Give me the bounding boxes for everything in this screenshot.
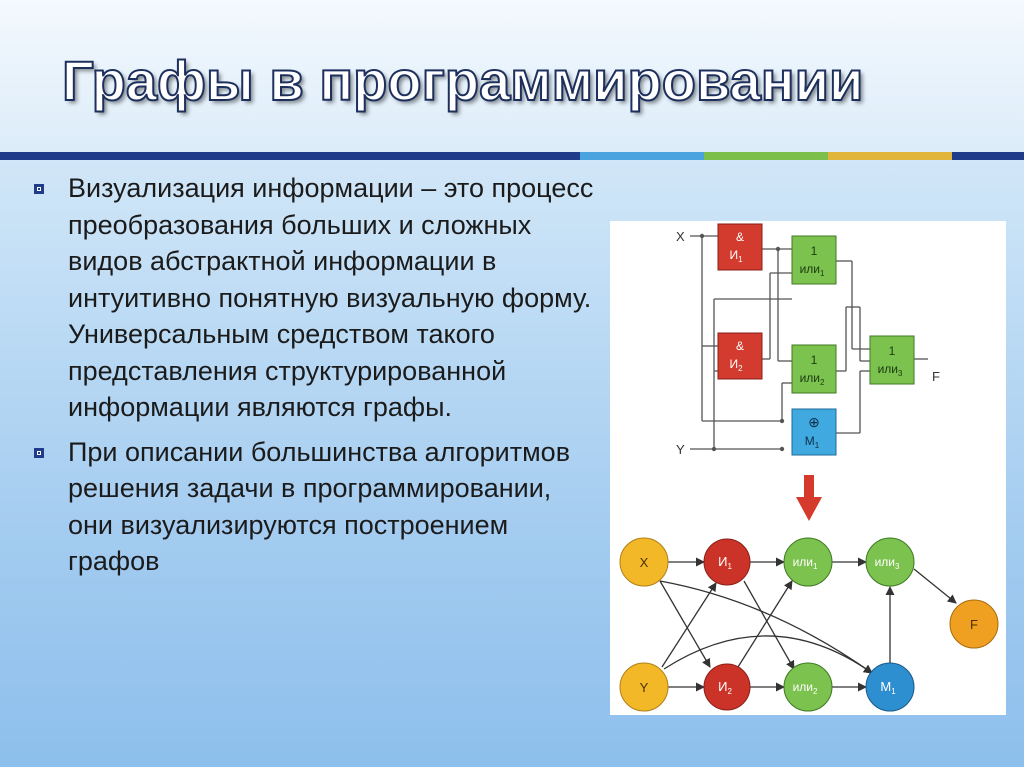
gate-symbol: 1 [811,244,818,258]
svg-text:И2: И2 [718,679,732,696]
gate-xor-1: ⊕ M1 [791,408,837,456]
gate-symbol: & [736,339,744,353]
graph-node-y: Y [619,662,669,712]
figure-panel: X Y F & И1 & И2 1 или1 1 или2 ⊕ [610,221,1006,715]
bullet-text: Визуализация информации – это процесс пр… [68,173,594,422]
graph-node-or-3: или3 [865,537,915,587]
hollow-square-icon [34,184,44,194]
node-sub: 1 [727,562,732,571]
node-name: И [718,679,727,694]
gate-name: И [729,357,738,371]
svg-text:или2: или2 [793,680,818,696]
gate-symbol: 1 [811,353,818,367]
graph-node-and-1: И1 [703,538,751,586]
hollow-square-icon [34,447,44,458]
graph-node-m-1: M1 [865,662,915,712]
graph-node-x: X [619,537,669,587]
circuit-junctions [699,233,785,452]
gate-sub: 1 [820,269,825,278]
node-sub: 1 [891,687,896,696]
gate-name: или [878,362,898,376]
circuit-and-graph-figure: X Y F & И1 & И2 1 или1 1 или2 ⊕ [619,223,999,712]
bullet-item: При описании большинства алгоритмов реше… [30,434,600,580]
node-name: или [793,555,813,569]
circuit-input-y: Y [676,442,685,457]
gate-symbol: 1 [889,344,896,358]
gate-name: M [805,434,815,448]
svg-text:M1: M1 [805,434,820,450]
title-area [0,0,1024,152]
gate-symbol: & [736,230,744,244]
gate-sub: 1 [815,441,820,450]
bar-segment-blue [580,152,704,160]
svg-text:И1: И1 [718,554,732,571]
arrow-down-icon [796,475,822,521]
circuit-input-x: X [676,229,685,244]
gate-sub: 2 [738,364,743,373]
gate-and-2: & И2 [717,332,763,380]
node-name: И [718,554,727,569]
slide-title: Графы в программировании [61,48,864,113]
svg-text:или1: или1 [793,555,818,571]
svg-text:И2: И2 [729,357,743,373]
graph-node-and-2: И2 [703,663,751,711]
gate-sub: 2 [820,378,825,387]
graph-node-or-2: или2 [783,662,833,712]
graph-node-f: F [949,599,999,649]
node-sub: 2 [813,687,818,696]
bar-segment-green [704,152,828,160]
node-name: или [793,680,813,694]
svg-text:или3: или3 [878,362,903,378]
node-sub: 3 [895,562,900,571]
graph-node-or-1: или1 [783,537,833,587]
bar-segment-navy [0,152,580,160]
gate-or-2: 1 или2 [791,344,837,394]
title-underline-bar [0,152,1024,160]
gate-or-1: 1 или1 [791,235,837,285]
logic-circuit [690,235,928,450]
gate-sub: 3 [898,369,903,378]
bullet-list: Визуализация информации – это процесс пр… [30,170,600,588]
node-sub: 2 [727,687,732,696]
node-name: или [875,555,895,569]
gate-name: И [729,248,738,262]
bar-segment-gold [828,152,952,160]
gate-or-3: 1 или3 [869,335,915,385]
node-label: Y [640,680,649,695]
gate-and-1: & И1 [717,223,763,271]
svg-text:или2: или2 [800,371,825,387]
bar-segment-navy-end [952,152,1024,160]
node-name: M [880,679,891,694]
node-label: F [970,617,978,632]
svg-text:И1: И1 [729,248,743,264]
bullet-item: Визуализация информации – это процесс пр… [30,170,600,426]
gate-name: или [800,371,820,385]
svg-text:или1: или1 [800,262,825,278]
gate-sub: 1 [738,255,743,264]
node-label: X [640,555,649,570]
gate-name: или [800,262,820,276]
svg-text:или3: или3 [875,555,900,571]
circuit-output-f: F [932,369,940,384]
node-sub: 1 [813,562,818,571]
gate-symbol: ⊕ [808,414,820,430]
svg-text:M1: M1 [880,679,896,696]
graph-edges [659,557,957,692]
bullet-text: При описании большинства алгоритмов реше… [68,436,571,577]
